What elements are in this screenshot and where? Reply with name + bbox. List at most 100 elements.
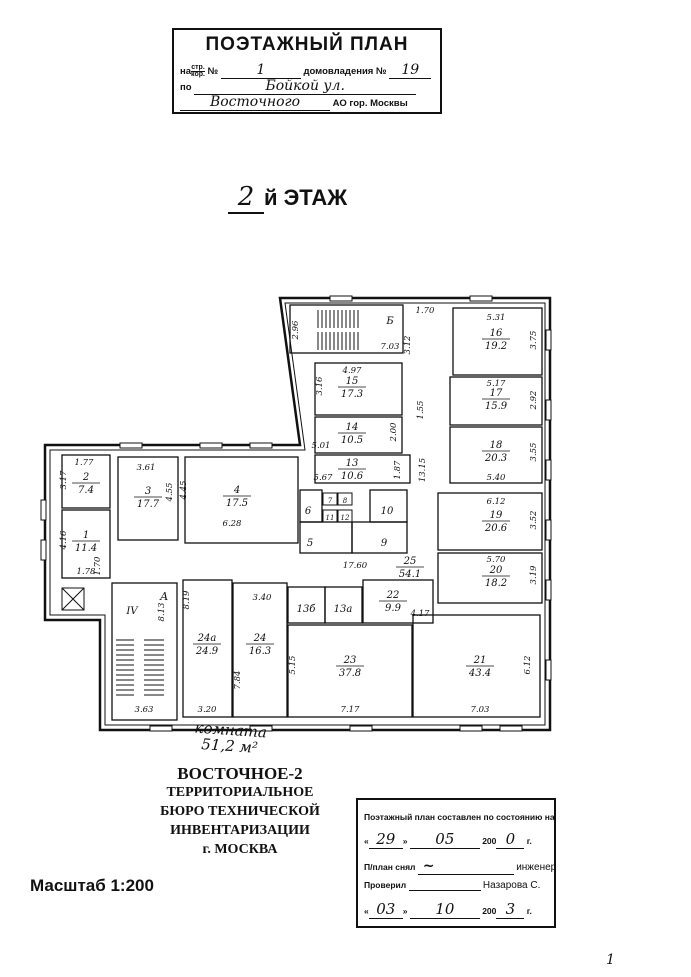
estate-number: 19	[389, 62, 432, 79]
room-dimension: 4.55	[165, 483, 175, 503]
checked-by-row: Проверил Назарова С.	[364, 880, 540, 891]
wc-label: 12	[341, 514, 350, 522]
room-number: 13а	[334, 604, 353, 615]
wc-cubicle	[337, 492, 353, 506]
room-10	[369, 489, 408, 523]
header-district-line: Восточного АО гор. Москвы	[180, 94, 408, 111]
stamp-line-1: ВОСТОЧНОЕ-2	[177, 764, 303, 783]
window	[469, 295, 493, 302]
room-1	[61, 509, 111, 579]
building-number: 1	[220, 62, 301, 79]
room-4	[184, 456, 299, 544]
room-18	[449, 426, 543, 484]
room-dimension: 4.97	[342, 366, 363, 376]
stamp-line-2: ТЕРРИТОРИАЛЬНОЕ	[166, 785, 314, 800]
room-dimension: 4.16	[59, 530, 69, 551]
room-dimension: 6.12	[487, 497, 506, 507]
room-dimension: 5.01	[312, 441, 331, 451]
window	[40, 539, 47, 561]
room-dimension: 5.15	[288, 656, 298, 675]
room-2	[61, 454, 111, 509]
room-number: 13б	[297, 604, 317, 615]
room-dimension: 17.60	[343, 561, 368, 571]
district-suffix: АО гор. Москвы	[332, 98, 408, 109]
room-dimension: 3.61	[137, 463, 156, 473]
room-dimension: 13.15	[418, 458, 428, 482]
room-area: 10.6	[341, 471, 364, 482]
room-number: 10	[381, 506, 394, 517]
scale-label: Масштаб 1:200	[30, 876, 154, 895]
room-dimension: 3.63	[135, 705, 154, 715]
room-dimension: 5.17	[487, 379, 507, 389]
room-dimension: 3.55	[529, 443, 539, 462]
stamp-line-3: БЮРО ТЕХНИЧЕСКОЙ	[160, 804, 320, 819]
window	[545, 519, 552, 541]
room-15	[314, 362, 403, 416]
label-kor: кор.	[191, 71, 205, 79]
room-area: 18.2	[485, 578, 507, 589]
room-3	[117, 456, 179, 541]
window	[329, 295, 353, 302]
room-number: 4	[233, 485, 240, 496]
room-area: 43.4	[468, 668, 491, 679]
room-dimension: 1.77	[75, 458, 95, 468]
window	[199, 442, 223, 449]
check-year-suffix: г.	[526, 906, 532, 916]
room-dimension: 5.40	[487, 473, 507, 483]
room-number: 24	[253, 633, 267, 644]
room-number: 18	[490, 440, 503, 451]
date-year-prefix: 200	[482, 836, 497, 846]
room-area: 17.3	[341, 389, 363, 400]
window	[249, 725, 273, 732]
room-24	[232, 582, 288, 718]
label-po: по	[180, 82, 192, 93]
room-number: 25	[403, 556, 417, 567]
label-na: на	[180, 66, 192, 77]
room-13а	[324, 586, 363, 624]
room-dimension: 1.55	[416, 401, 426, 420]
room-number: 16	[490, 328, 503, 339]
wc-cubicle	[322, 492, 338, 506]
room-dimension: 1.78	[77, 567, 97, 577]
room-dimension: 4.45	[179, 481, 189, 501]
wc-label: 7	[328, 497, 333, 505]
room-number: 19	[490, 510, 503, 521]
room-14	[314, 416, 403, 454]
room-dimension: 7.17	[341, 705, 361, 715]
date-year: 0	[496, 830, 525, 849]
room-dimension: 2.00	[389, 422, 399, 443]
room-dimension: 3.12	[403, 336, 413, 355]
window	[119, 442, 143, 449]
plan-header-box: ПОЭТАЖНЫЙ ПЛАН настр.кор. № 1 домовладен…	[172, 28, 442, 114]
room-area: 17.7	[137, 499, 160, 510]
room-number: 22	[386, 590, 400, 601]
room-dimension: 3.40	[253, 593, 273, 603]
room-area: 54.1	[399, 569, 421, 580]
header-building-line: настр.кор. № 1 домовладения № 19	[180, 62, 432, 79]
room-number: Б	[385, 316, 394, 327]
room-area: 17.5	[226, 498, 248, 509]
window	[349, 725, 373, 732]
floor-number: 2	[228, 182, 264, 214]
room-20	[437, 552, 543, 604]
checked-name: Назарова С.	[482, 880, 541, 891]
room-dimension: 7.03	[381, 342, 400, 352]
room-dimension: 3.52	[529, 511, 539, 530]
room-area: 20.6	[484, 523, 508, 534]
room-number: 15	[346, 376, 359, 387]
date-day: 29	[368, 830, 403, 849]
room-21	[412, 614, 541, 718]
window	[545, 579, 552, 601]
room-number: 13	[346, 458, 359, 469]
room-area: 24.9	[195, 646, 219, 657]
room-17	[449, 376, 543, 426]
date-year-suffix: г.	[526, 836, 532, 846]
room-22	[362, 579, 434, 624]
wc-cubicle	[337, 509, 353, 523]
room-number: 9	[381, 538, 388, 549]
room-area: 37.8	[339, 668, 361, 679]
street-name: Бойкой ул.	[194, 78, 417, 95]
